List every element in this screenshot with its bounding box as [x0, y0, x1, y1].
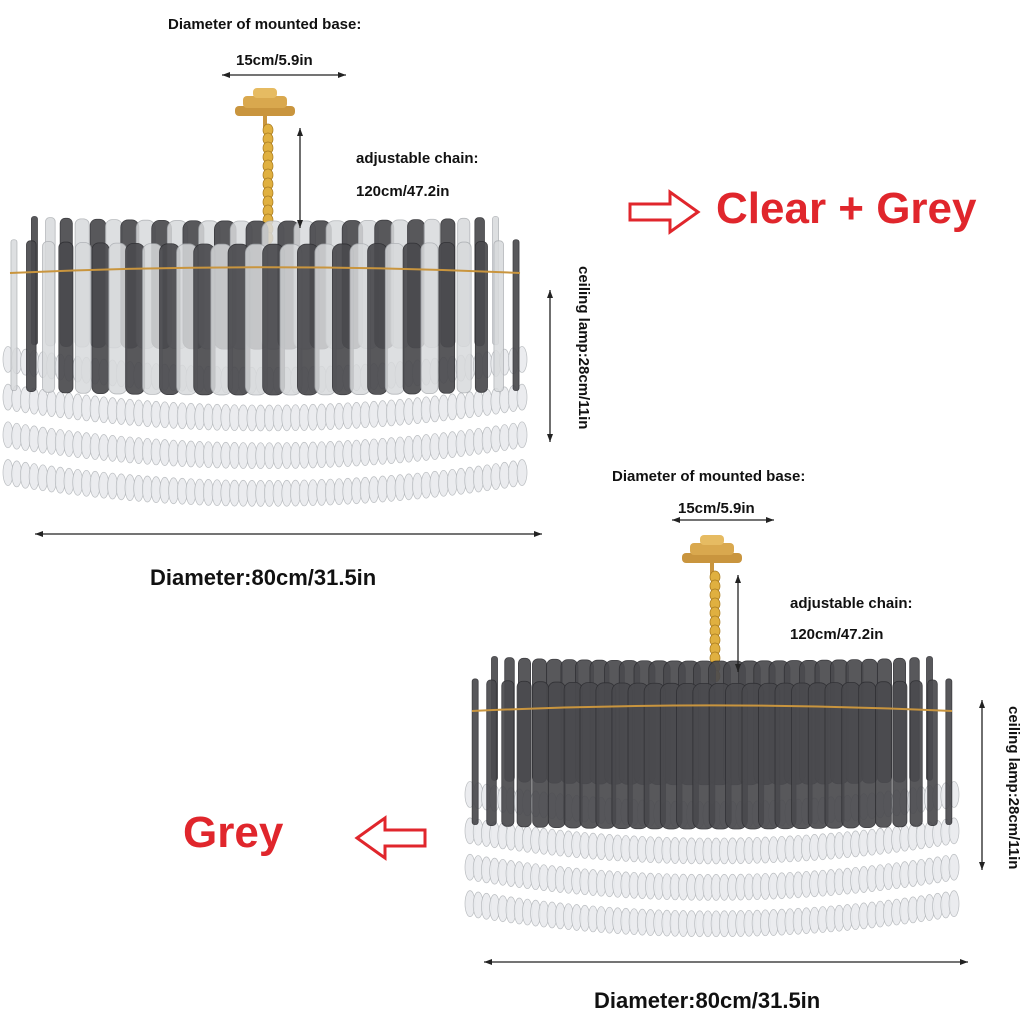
- top-lamp-crystal-drop: [516, 383, 528, 411]
- top-diameter-dimension-head: [35, 531, 43, 537]
- top-lamp-crystal-bar: [512, 239, 520, 391]
- bottom-lamp-crystal-bar: [501, 680, 515, 827]
- bottom-base-size: 15cm/5.9in: [678, 500, 755, 517]
- top-lamp-crystal-bar: [10, 239, 18, 391]
- top-lamp-crystal-bar: [42, 241, 56, 393]
- bottom-chain-label: adjustable chain:: [790, 595, 913, 612]
- top-lamp-crystal-bar: [26, 240, 37, 393]
- top-diameter-dimension-head: [534, 531, 542, 537]
- top-base-label: Diameter of mounted base:: [168, 16, 362, 33]
- bottom-lamp-crystal-bar: [875, 681, 892, 828]
- top-lamp-gold-ring: [9, 266, 521, 274]
- right-arrow-icon: [628, 189, 701, 235]
- bottom-base-dimension-head: [766, 517, 774, 523]
- top-lamp-crystal-bar: [74, 242, 92, 394]
- bottom-lamp-crystal-bar: [563, 681, 583, 829]
- top-lamp-crystal-bar: [493, 240, 504, 393]
- top-lamp-canopy-icon: [235, 106, 295, 116]
- top-lamp-crystal-bar: [438, 242, 456, 394]
- top-base-dimension-head: [338, 72, 346, 78]
- bottom-chain-size: 120cm/47.2in: [790, 626, 884, 643]
- top-chain-dimension-head: [297, 220, 303, 228]
- variant-label-grey: Grey: [183, 808, 284, 857]
- bottom-diameter-dimension-head: [484, 959, 492, 965]
- top-lamp-crystal-bar: [456, 241, 472, 394]
- bottom-lamp-crystal-bar: [945, 678, 953, 825]
- bottom-lamp-canopy-icon: [700, 535, 724, 545]
- top-lamp-crystal-bar: [58, 241, 74, 394]
- top-lamp-canopy-icon: [243, 96, 287, 108]
- bottom-lamp-canopy-icon: [690, 543, 734, 555]
- bottom-chain-dimension-head: [735, 664, 741, 672]
- bottom-lamp-crystal-drop: [948, 890, 960, 917]
- top-diameter-label: Diameter:80cm/31.5in: [150, 565, 377, 590]
- bottom-lamp-crystal-drop: [948, 817, 960, 845]
- top-height-label: ceiling lamp:28cm/11in: [575, 266, 592, 430]
- top-height-dimension-head: [547, 434, 553, 442]
- bottom-lamp-canopy-icon: [682, 553, 742, 563]
- top-lamp-crystal-bar: [91, 242, 110, 395]
- bottom-lamp-stem: [710, 563, 714, 577]
- bottom-lamp-crystal-bar: [892, 680, 908, 828]
- bottom-lamp-crystal-bar: [858, 681, 877, 829]
- top-chain-label: adjustable chain:: [356, 150, 479, 167]
- left-arrow-icon: [354, 815, 427, 861]
- bottom-diameter-dimension-head: [960, 959, 968, 965]
- bottom-lamp-crystal-bar: [471, 678, 479, 825]
- bottom-chain-dimension-head: [735, 575, 741, 583]
- top-base-size: 15cm/5.9in: [236, 52, 313, 69]
- top-lamp-crystal-drop: [516, 459, 528, 486]
- bottom-base-label: Diameter of mounted base:: [612, 468, 806, 485]
- top-lamp-crystal-bar: [384, 242, 405, 395]
- top-base-dimension-head: [222, 72, 230, 78]
- bottom-lamp-crystal-bar: [824, 682, 845, 829]
- top-lamp-crystal-bar: [367, 243, 388, 395]
- top-lamp-crystal-bar: [474, 241, 488, 393]
- bottom-height-dimension-head: [979, 862, 985, 870]
- top-lamp-crystal-bar: [125, 242, 146, 395]
- top-chain-dimension-head: [297, 128, 303, 136]
- bottom-diameter-label: Diameter:80cm/31.5in: [594, 988, 821, 1013]
- top-chain-size: 120cm/47.2in: [356, 183, 450, 200]
- bottom-height-label: ceiling lamp:28cm/11in: [1005, 706, 1022, 870]
- bottom-lamp-crystal-bar: [547, 681, 566, 829]
- top-lamp-stem: [263, 116, 267, 130]
- top-lamp-crystal-bar: [108, 242, 128, 395]
- bottom-lamp-crystal-bar: [927, 679, 938, 827]
- bottom-base-dimension-head: [672, 517, 680, 523]
- bottom-lamp-crystal-bar: [909, 680, 923, 827]
- bottom-lamp-crystal-bar: [841, 681, 861, 829]
- bottom-lamp-crystal-bar: [516, 680, 532, 828]
- bottom-lamp-crystal-bar: [532, 681, 549, 828]
- top-lamp-canopy-icon: [253, 88, 277, 98]
- top-lamp-crystal-bar: [420, 242, 439, 395]
- variant-label-clear-grey: Clear + Grey: [716, 184, 977, 233]
- bottom-lamp-gold-ring: [471, 704, 953, 712]
- bottom-height-dimension-head: [979, 700, 985, 708]
- top-lamp-crystal-bar: [402, 242, 422, 395]
- top-lamp-crystal-drop: [516, 421, 528, 449]
- bottom-lamp-crystal-drop: [948, 853, 960, 881]
- bottom-lamp-crystal-bar: [486, 679, 497, 827]
- top-height-dimension-head: [547, 290, 553, 298]
